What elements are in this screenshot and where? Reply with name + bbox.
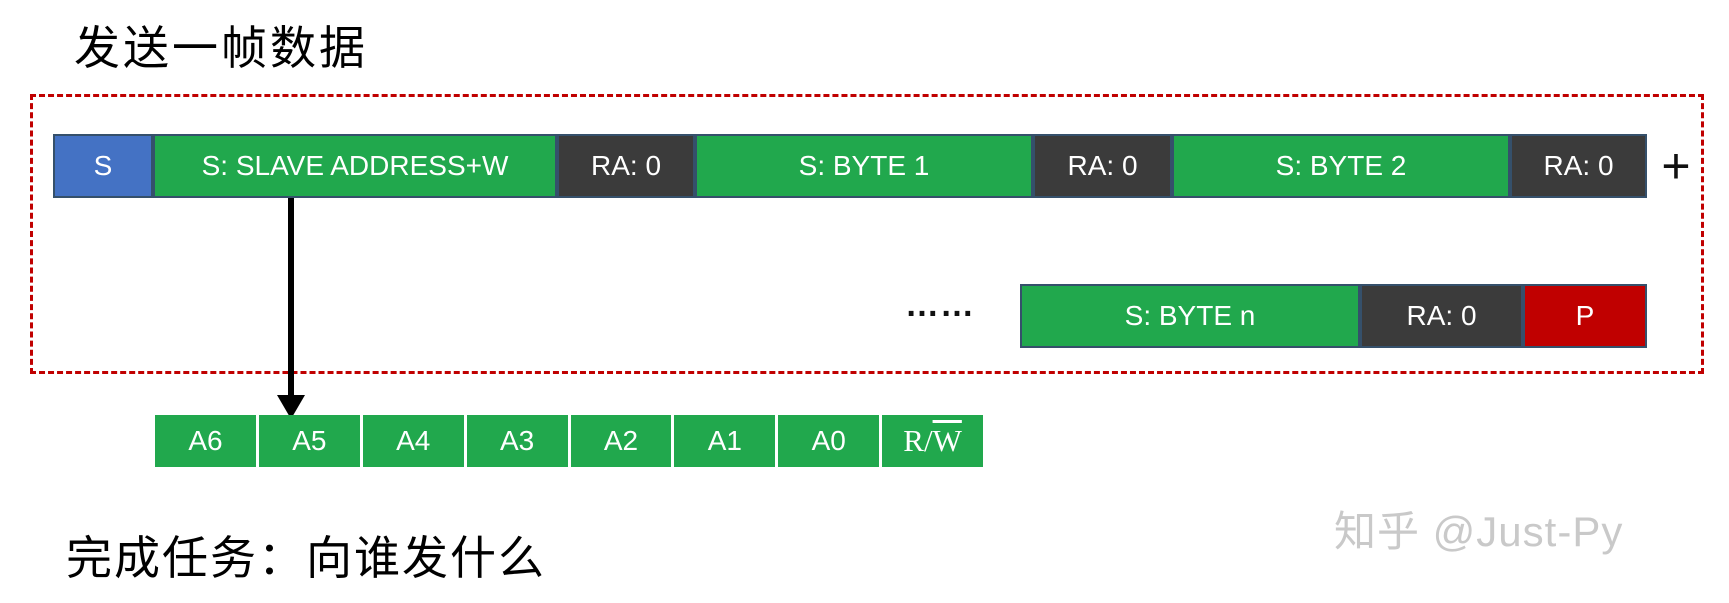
plus-sign: + (1661, 138, 1691, 194)
bit-cell-a0: A0 (778, 415, 880, 467)
block-stop-condition: P (1523, 284, 1647, 348)
arrow-shaft (288, 198, 294, 398)
bit-field-row: A6 A5 A4 A3 A2 A1 A0 R/W (155, 415, 983, 467)
block-ra0-n: RA: 0 (1360, 284, 1523, 348)
page-title: 发送一帧数据 (74, 22, 368, 74)
continuation-ellipsis: …… (905, 286, 975, 324)
bit-cell-a2: A2 (570, 415, 672, 467)
block-ra0-2: RA: 0 (1033, 134, 1172, 198)
watermark: 知乎 @Just-Py (1334, 508, 1624, 555)
block-byte2: S: BYTE 2 (1172, 134, 1510, 198)
rw-overlined-w: W (932, 423, 962, 458)
bit-cell-rw: R/W (882, 415, 983, 467)
block-byte1: S: BYTE 1 (695, 134, 1033, 198)
bit-cell-a3: A3 (466, 415, 568, 467)
frame-boundary-box (30, 94, 1704, 374)
bit-cell-a5: A5 (258, 415, 360, 467)
footer-text: 完成任务：向谁发什么 (66, 532, 546, 584)
bit-cell-a4: A4 (362, 415, 464, 467)
bit-cell-a1: A1 (674, 415, 776, 467)
block-ra0-1: RA: 0 (557, 134, 695, 198)
block-start-condition: S (53, 134, 153, 198)
block-ra0-3: RA: 0 (1510, 134, 1647, 198)
bit-cell-a6: A6 (155, 415, 256, 467)
rw-prefix: R/ (903, 423, 933, 458)
block-byte-n: S: BYTE n (1020, 284, 1360, 348)
block-slave-address: S: SLAVE ADDRESS+W (153, 134, 557, 198)
